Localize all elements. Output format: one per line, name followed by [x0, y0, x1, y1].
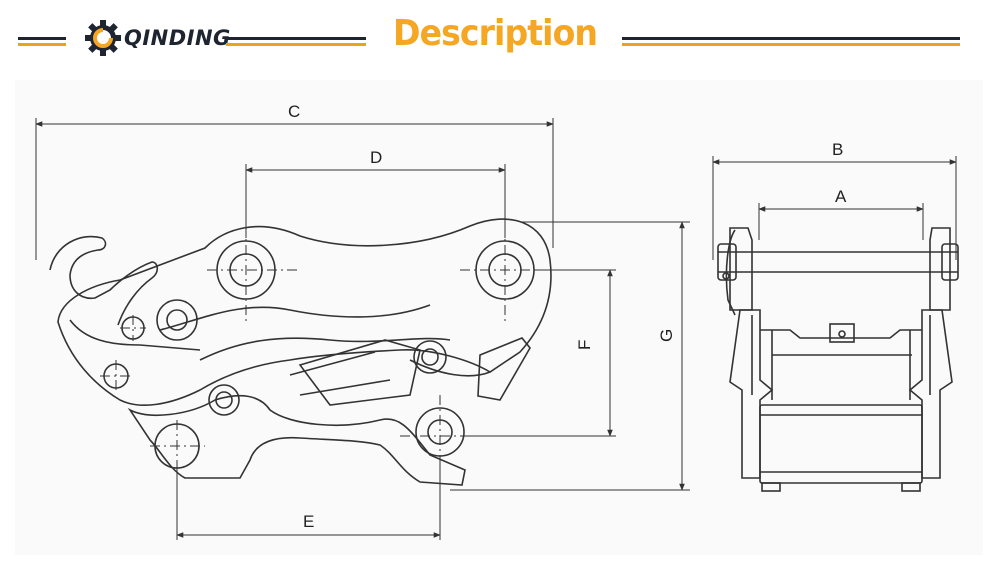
front-left-plate — [729, 309, 774, 479]
technical-drawing-panel — [15, 80, 983, 555]
mid-rib — [199, 337, 451, 361]
upper-rib — [159, 304, 431, 331]
front-left-top-lug — [729, 227, 753, 311]
dim-label-b: B — [832, 140, 843, 159]
dim-label-e: E — [303, 512, 314, 531]
dim-label-g: G — [657, 329, 676, 342]
front-foot-right — [901, 482, 921, 492]
dimension-labels: C D E F G B A — [288, 102, 847, 531]
side-pins — [103, 240, 535, 469]
front-right-top-lug — [929, 227, 951, 311]
front-mid-body — [760, 329, 922, 339]
side-plate-outline — [57, 218, 552, 406]
latch-body-inner — [289, 351, 391, 396]
pin-mid-inner — [215, 391, 233, 409]
dim-label-c: C — [288, 102, 300, 121]
brand-logo: QINDING — [84, 18, 231, 58]
header-rule-left-bottom — [18, 43, 66, 46]
centerlines — [100, 225, 552, 470]
header-rule-mid-top — [226, 37, 366, 40]
pin-hook-a — [156, 299, 198, 341]
brand-name: QINDING — [124, 26, 231, 50]
dim-label-a: A — [835, 187, 847, 206]
side-view — [49, 218, 552, 486]
pin-hook-a-inner — [166, 309, 188, 331]
header-rule-mid-bottom — [226, 43, 366, 46]
pin-mid — [208, 384, 240, 416]
hook-inner — [69, 319, 201, 351]
header-rule-right-top — [622, 37, 960, 40]
pin-latch-inner — [421, 348, 439, 366]
front-left-outer — [725, 229, 736, 316]
pin-latch — [413, 340, 447, 374]
hook-outline — [49, 235, 159, 326]
dim-label-d: D — [370, 148, 382, 167]
lower-jaw-outline — [127, 394, 466, 486]
dimension-lines — [35, 118, 957, 540]
latch-body — [298, 339, 421, 406]
front-right-plate — [908, 309, 953, 479]
front-view — [717, 227, 959, 492]
page-title: Description — [393, 13, 598, 54]
front-right-boss — [941, 243, 959, 281]
dim-label-f: F — [575, 340, 594, 350]
front-lug-inner — [409, 359, 491, 377]
header-rule-right-bottom — [622, 43, 960, 46]
front-center-bolt — [838, 330, 846, 338]
header-bar: QINDING Description — [0, 0, 998, 80]
gear-logo-icon — [85, 20, 121, 56]
header-rule-left-top — [18, 37, 66, 40]
crossbar-bolt — [722, 272, 730, 280]
front-lower-box — [759, 404, 923, 484]
front-foot-left — [761, 482, 781, 492]
front-lug — [477, 337, 531, 401]
front-center-block — [829, 323, 855, 343]
